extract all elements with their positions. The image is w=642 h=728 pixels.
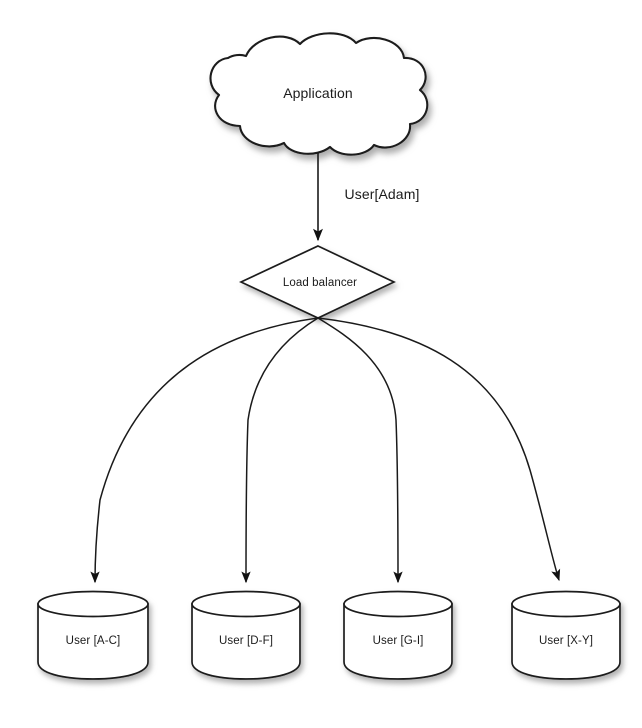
node-cylinder-1[interactable] — [37, 590, 149, 680]
cylinder-body — [37, 603, 149, 680]
cylinder-body — [511, 603, 621, 680]
cylinder-body — [343, 603, 453, 680]
cylinder-top — [37, 590, 149, 618]
node-cylinder-3[interactable] — [343, 590, 453, 680]
edge-to-db-2 — [241, 317, 319, 584]
edges-balancer-to-databases — [90, 317, 561, 584]
node-diamond-load-balancer[interactable] — [238, 245, 396, 319]
edge-to-db-1 — [90, 317, 319, 584]
diamond-shape — [238, 245, 396, 319]
edge-to-db-4 — [317, 317, 561, 582]
cylinder-top — [343, 590, 453, 618]
edge-to-db-3 — [317, 317, 403, 584]
node-cylinder-2[interactable] — [191, 590, 301, 680]
cloud-shape — [209, 32, 429, 156]
node-cylinder-4[interactable] — [511, 590, 621, 680]
node-cloud-application[interactable] — [209, 32, 429, 156]
cylinder-body — [191, 603, 301, 680]
cylinder-top — [191, 590, 301, 618]
cylinder-top — [511, 590, 621, 618]
